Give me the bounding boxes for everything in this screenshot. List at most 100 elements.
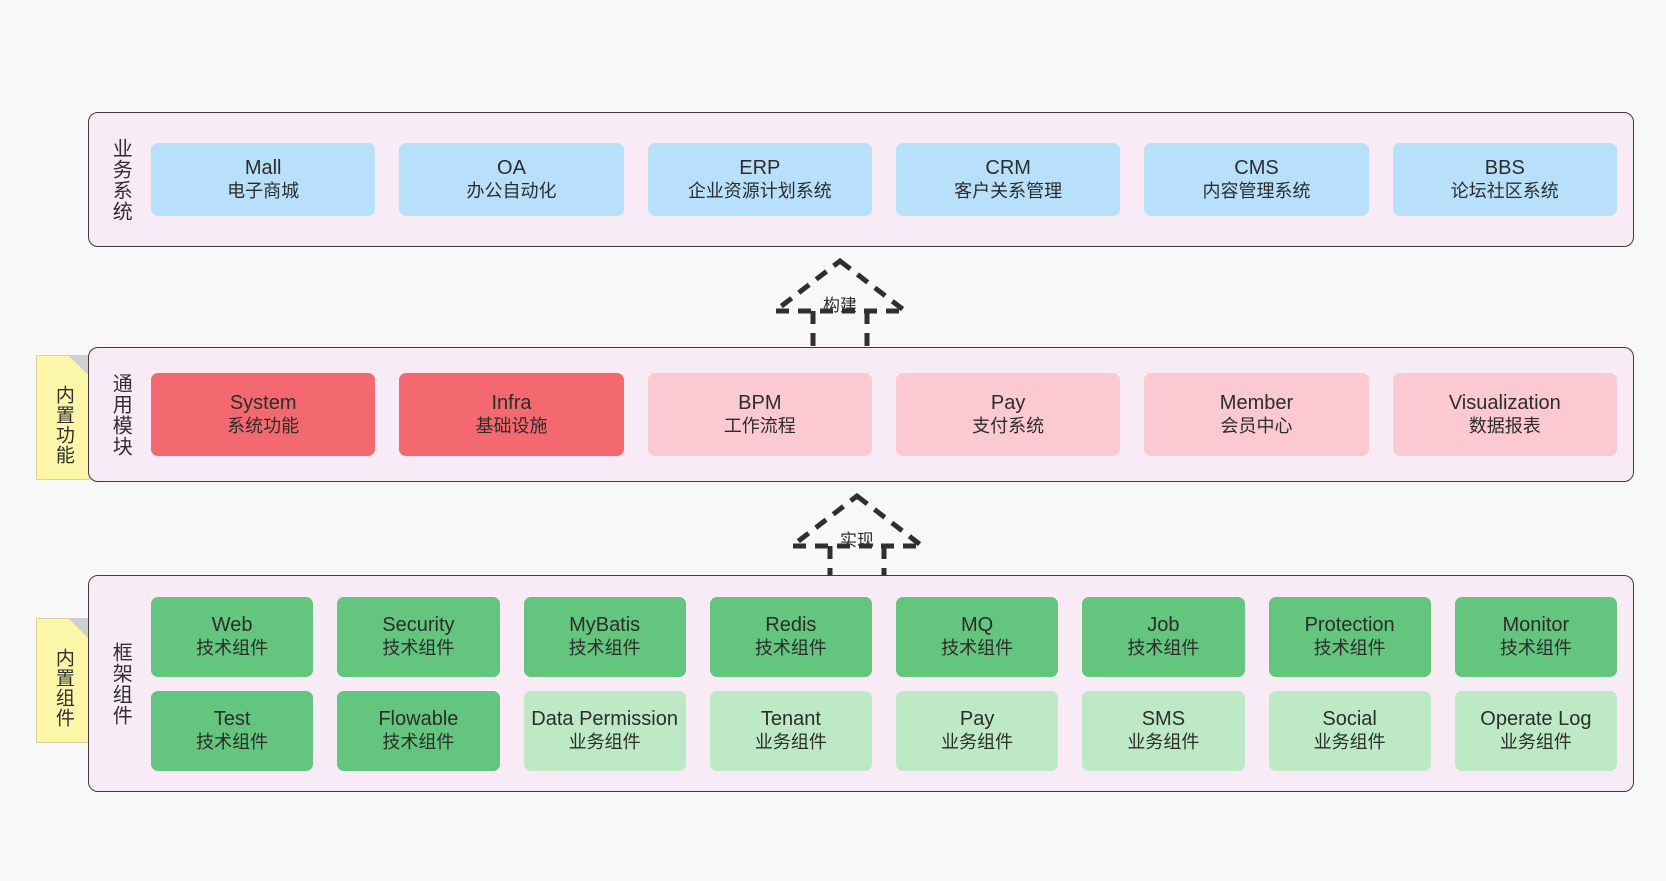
node-member[interactable]: Member 会员中心 [1144,373,1369,456]
section-framework-component[interactable]: 框架组件 Web 技术组件 Security 技术组件 MyBatis 技术组件… [88,575,1634,792]
node-title: Security [382,613,455,636]
section-body-business-system: Mall 电子商城 OA 办公自动化 ERP 企业资源计划系统 CRM 客户关系… [143,113,1633,246]
node-title: Social [1322,707,1377,730]
arrow-build-label: 构建 [823,296,857,315]
node-security[interactable]: Security 技术组件 [337,596,500,677]
section-body-framework-component: Web 技术组件 Security 技术组件 MyBatis 技术组件 Redi… [143,576,1633,791]
node-title: Monitor [1502,613,1570,636]
node-operate-log[interactable]: Operate Log 业务组件 [1454,690,1617,771]
node-row: System 系统功能 Infra 基础设施 BPM 工作流程 Pay 支付系统… [151,373,1617,456]
node-mybatis[interactable]: MyBatis 技术组件 [523,596,686,677]
node-redis[interactable]: Redis 技术组件 [709,596,872,677]
node-title: BBS [1484,156,1525,179]
node-title: ERP [739,156,781,179]
node-mall[interactable]: Mall 电子商城 [151,143,376,216]
section-business-system[interactable]: 业务系统 Mall 电子商城 OA 办公自动化 ERP 企业资源计划系统 CRM… [88,112,1634,247]
node-subtitle: 电子商城 [227,180,300,201]
node-oa[interactable]: OA 办公自动化 [399,143,624,216]
arrow-implement-label: 实现 [840,531,874,550]
node-title: CMS [1234,156,1279,179]
node-subtitle: 技术组件 [196,637,269,658]
node-bpm[interactable]: BPM 工作流程 [647,373,872,456]
node-title: Pay [990,391,1026,414]
node-title: Operate Log [1480,707,1592,730]
node-subtitle: 技术组件 [196,731,269,752]
node-subtitle: 业务组件 [568,731,641,752]
note-builtin-component-label: 内置组件 [52,647,74,728]
node-subtitle: 客户关系管理 [954,180,1063,201]
node-subtitle: 技术组件 [1127,637,1200,658]
node-subtitle: 论坛社区系统 [1450,180,1559,201]
node-title: Test [213,707,251,730]
node-subtitle: 会员中心 [1220,415,1293,436]
node-title: Pay [959,707,995,730]
node-system[interactable]: System 系统功能 [151,373,376,456]
node-title: Infra [491,391,532,414]
node-subtitle: 技术组件 [382,731,455,752]
node-title: Tenant [760,707,821,730]
node-title: Web [211,613,253,636]
node-sms[interactable]: SMS 业务组件 [1082,690,1245,771]
node-job[interactable]: Job 技术组件 [1082,596,1245,677]
node-subtitle: 企业资源计划系统 [687,180,832,201]
node-title: System [229,391,297,414]
node-flowable[interactable]: Flowable 技术组件 [337,690,500,771]
node-subtitle: 内容管理系统 [1202,180,1311,201]
node-pay-module[interactable]: Pay 支付系统 [895,373,1121,456]
node-title: Visualization [1448,391,1561,414]
node-subtitle: 业务组件 [1499,731,1572,752]
section-label-framework-component: 框架组件 [109,641,132,726]
note-builtin-component: 内置组件 [36,618,90,743]
node-subtitle: 技术组件 [941,637,1014,658]
node-title: Mall [244,156,282,179]
node-monitor[interactable]: Monitor 技术组件 [1454,596,1617,677]
node-subtitle: 办公自动化 [466,180,557,201]
node-bbs[interactable]: BBS 论坛社区系统 [1392,143,1617,216]
node-subtitle: 技术组件 [568,637,641,658]
node-pay-component[interactable]: Pay 业务组件 [896,690,1059,771]
node-subtitle: 技术组件 [1499,637,1572,658]
node-title: Job [1147,613,1180,636]
node-title: Member [1219,391,1294,414]
node-subtitle: 业务组件 [1313,731,1386,752]
node-protection[interactable]: Protection 技术组件 [1268,596,1431,677]
node-tenant[interactable]: Tenant 业务组件 [709,690,872,771]
node-title: SMS [1141,707,1186,730]
node-subtitle: 业务组件 [754,731,827,752]
node-crm[interactable]: CRM 客户关系管理 [895,143,1121,216]
node-subtitle: 业务组件 [941,731,1014,752]
node-title: MQ [961,613,994,636]
node-subtitle: 业务组件 [1127,731,1200,752]
node-title: Flowable [378,707,459,730]
node-title: OA [497,156,526,179]
arrow-implement: 实现 [772,490,942,590]
node-subtitle: 技术组件 [754,637,827,658]
node-row: Mall 电子商城 OA 办公自动化 ERP 企业资源计划系统 CRM 客户关系… [151,143,1617,216]
node-subtitle: 基础设施 [475,415,548,436]
node-title: Protection [1304,613,1395,636]
node-subtitle: 数据报表 [1468,415,1541,436]
node-title: BPM [738,391,782,414]
node-cms[interactable]: CMS 内容管理系统 [1144,143,1369,216]
section-common-module[interactable]: 通用模块 System 系统功能 Infra 基础设施 BPM 工作流程 Pay… [88,347,1634,482]
section-label-business-system: 业务系统 [109,137,132,222]
node-web[interactable]: Web 技术组件 [151,596,314,677]
node-subtitle: 技术组件 [1313,637,1386,658]
node-subtitle: 系统功能 [227,415,300,436]
note-builtin-function: 内置功能 [36,355,90,480]
node-erp[interactable]: ERP 企业资源计划系统 [647,143,872,216]
node-row: Web 技术组件 Security 技术组件 MyBatis 技术组件 Redi… [151,596,1617,677]
node-social[interactable]: Social 业务组件 [1268,690,1431,771]
node-title: Data Permission [531,707,678,730]
node-subtitle: 工作流程 [723,415,796,436]
node-visualization[interactable]: Visualization 数据报表 [1392,373,1617,456]
node-data-permission[interactable]: Data Permission 业务组件 [523,690,686,771]
node-title: CRM [985,156,1031,179]
node-test[interactable]: Test 技术组件 [151,690,314,771]
note-builtin-function-label: 内置功能 [52,384,74,465]
node-infra[interactable]: Infra 基础设施 [399,373,624,456]
node-title: MyBatis [569,613,641,636]
node-subtitle: 技术组件 [382,637,455,658]
node-mq[interactable]: MQ 技术组件 [896,596,1059,677]
